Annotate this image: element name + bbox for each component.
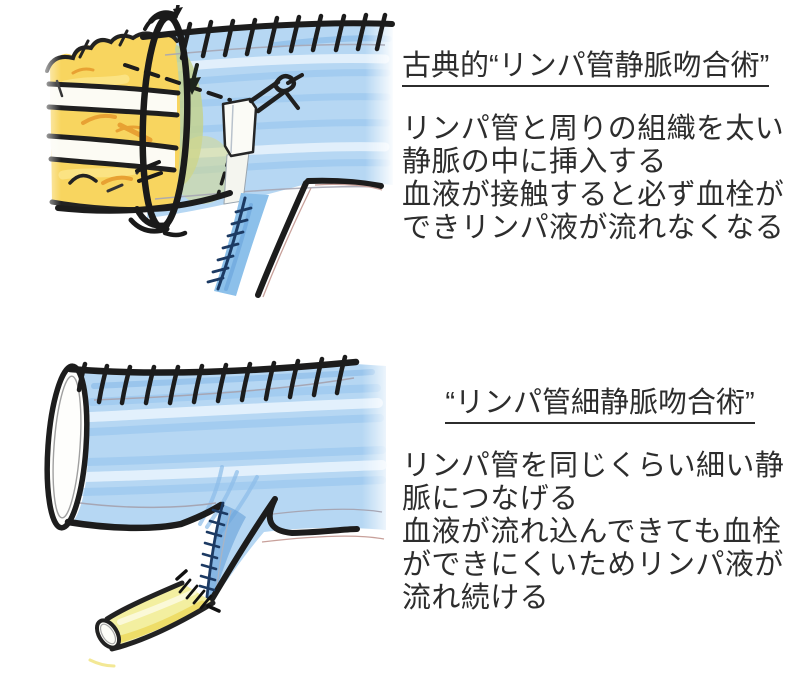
classic-body: リンパ管と周りの組織を太い 静脈の中に挿入する 血液が接触すると必ず血栓が でき… xyxy=(402,113,798,245)
caption-line: 脈につなげる xyxy=(402,483,579,515)
left-fade xyxy=(35,45,61,215)
branch-suture-line xyxy=(198,501,229,599)
anastomosis-sutures xyxy=(175,569,221,613)
caption-line: 血液が接触すると必ず血栓が xyxy=(402,179,785,211)
suture-rungs xyxy=(206,206,253,284)
caption-line: できリンパ液が流れなくなる xyxy=(402,212,785,244)
ligature-ring xyxy=(128,5,191,238)
vein-top-outline xyxy=(66,358,360,376)
illustration-supermicro-lva xyxy=(44,354,394,668)
vein-bottom-outline xyxy=(64,496,360,602)
caption-line: 流れ続ける xyxy=(402,582,550,614)
caption-supermicro: “リンパ管細静脈吻合術” リンパ管を同じくらい細い静 脈につなげる 血液が流れ込… xyxy=(402,386,798,615)
caption-line: リンパ管を同じくらい細い静 xyxy=(402,450,785,482)
fat-tissue xyxy=(45,29,181,213)
caption-line: リンパ管と周りの組織を太い xyxy=(402,113,785,145)
classic-title: 古典的“リンパ管静脈吻合術” xyxy=(402,49,798,87)
lymphatic-vessel xyxy=(88,580,216,668)
pencil-lines xyxy=(154,43,386,200)
illustration-classic-lva xyxy=(35,5,395,298)
caption-line: 静脈の中に挿入する xyxy=(402,146,667,178)
right-fade xyxy=(365,15,395,225)
caption-line: ができにくいためリンパ液が xyxy=(402,549,784,581)
pencil-lines xyxy=(71,377,385,595)
tied-branch-stub xyxy=(221,73,304,158)
ligature-knot xyxy=(272,73,297,94)
caption-classic: 古典的“リンパ管静脈吻合術” リンパ管と周りの組織を太い 静脈の中に挿入する 血… xyxy=(402,49,798,245)
vein-hatch-marks xyxy=(76,354,348,406)
supermicro-title-text: “リンパ管細静脈吻合術” xyxy=(445,386,755,424)
supermicro-body: リンパ管を同じくらい細い静 脈につなげる 血液が流れ込んできても血栓 ができにく… xyxy=(402,450,798,615)
supermicro-title: “リンパ管細静脈吻合術” xyxy=(402,386,798,424)
lymphatic-opening xyxy=(94,618,122,650)
right-fade xyxy=(362,360,394,540)
branch-vein-sutured xyxy=(206,180,383,298)
caption-line: 血液が流れ込んできても血栓 xyxy=(402,516,782,548)
classic-title-text: 古典的“リンパ管静脈吻合術” xyxy=(402,49,770,87)
vein-hatch-marks xyxy=(179,12,388,61)
